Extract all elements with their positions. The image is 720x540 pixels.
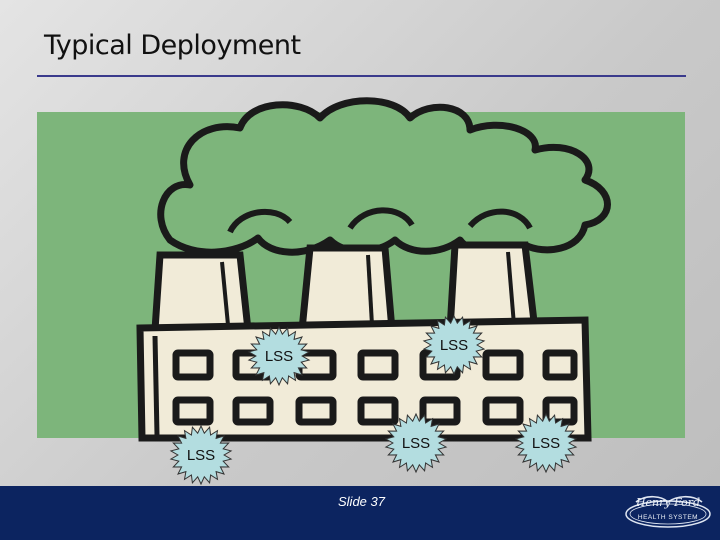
title-divider (37, 75, 686, 77)
starburst-shape (422, 314, 486, 376)
smokestack-1 (151, 251, 252, 334)
lss-badge-label: LSS (402, 435, 430, 452)
stack-shade-1 (220, 261, 230, 326)
svg-text:Henry Ford: Henry Ford (635, 496, 700, 509)
henry-ford-logo: Henry Ford HEALTH SYSTEM (625, 495, 711, 528)
slide-title: Typical Deployment (44, 30, 301, 61)
starburst-shape (247, 325, 311, 387)
building-edge (152, 335, 160, 436)
lss-badge-label: LSS (532, 435, 560, 452)
smokestack-2 (298, 244, 396, 334)
starburst-shape (384, 412, 448, 474)
cloud-fold-3 (467, 208, 533, 230)
cloud-fold-2 (347, 207, 415, 230)
lss-badge-label: LSS (440, 337, 468, 354)
lss-badge: LSS (169, 424, 233, 486)
slide-number: Slide 37 (338, 494, 385, 509)
stack-shade-2 (366, 254, 374, 326)
cloud-fold-1 (227, 208, 293, 234)
lss-badge: LSS (422, 314, 486, 376)
lss-badge-label: LSS (265, 348, 293, 365)
lss-badge-label: LSS (187, 447, 215, 464)
starburst-shape (514, 412, 578, 474)
stack-shade-3 (506, 251, 516, 326)
lss-badge: LSS (514, 412, 578, 474)
lss-badge: LSS (384, 412, 448, 474)
starburst-shape (169, 424, 233, 486)
lss-badge: LSS (247, 325, 311, 387)
svg-text:HEALTH SYSTEM: HEALTH SYSTEM (638, 514, 698, 521)
footer-bar (0, 486, 720, 540)
